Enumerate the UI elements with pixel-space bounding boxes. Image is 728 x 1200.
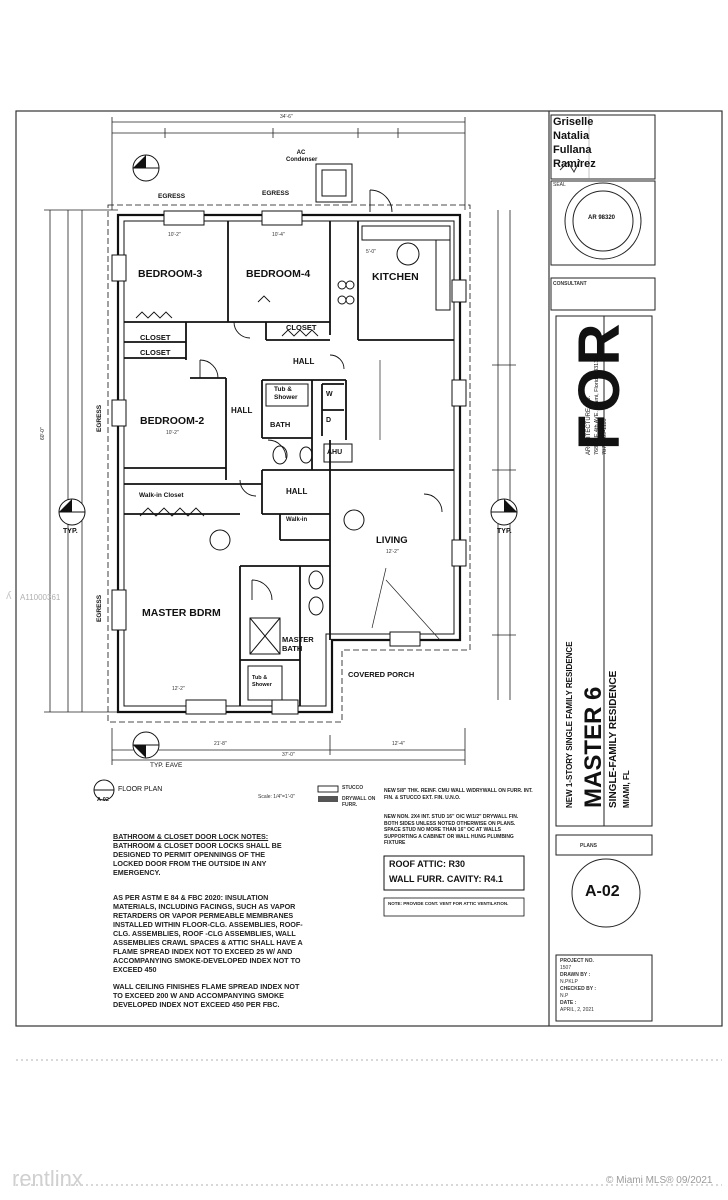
- laundry-dryer: D: [326, 417, 332, 424]
- plan-title: FLOOR PLAN: [118, 786, 163, 793]
- project-no-label: PROJECT NO.: [560, 958, 594, 964]
- room-hall-top: HALL: [293, 357, 315, 366]
- date-label: DATE :: [560, 1000, 577, 1006]
- legend-drywall: DRYWALL ON FURR.: [342, 796, 376, 808]
- checked-by: N.P: [560, 993, 569, 999]
- dim-master: 12'-2": [172, 686, 185, 692]
- legend-stucco: STUCCO: [342, 785, 364, 791]
- seal-license: AR 98320: [588, 215, 616, 221]
- room-walk-in-closet: Walk-in Closet: [139, 492, 184, 499]
- room-tub-shower: Tub & Shower: [274, 386, 298, 401]
- room-hall-mid: HALL: [231, 406, 253, 415]
- note-wall-ceiling: WALL CEILING FINISHES FLAME SPREAD INDEX…: [113, 982, 300, 1009]
- room-master-bath: MASTER BATH: [282, 635, 314, 653]
- egress-side-label-1: EGRESS: [96, 404, 103, 432]
- egress-side-label-2: EGRESS: [96, 594, 103, 622]
- consultant-label: CONSULTANT: [553, 281, 587, 287]
- project-subtitle: SINGLE-FAMILY RESIDENCE: [608, 670, 619, 808]
- room-closet-b: CLOSET: [140, 348, 171, 357]
- room-bath: BATH: [270, 420, 291, 429]
- firm-name: ARCHITECTURE CO.: [586, 395, 592, 455]
- room-kitchen: KITCHEN: [372, 271, 419, 283]
- dim-living: 12'-2": [386, 549, 399, 555]
- insulation-wall: WALL FURR. CAVITY: R4.1: [389, 874, 504, 884]
- room-tub-shower-2: Tub & Shower: [252, 675, 272, 688]
- dim-bedroom-3: 10'-2": [168, 232, 181, 238]
- room-bedroom-3: BEDROOM-3: [138, 268, 203, 280]
- dim-bottom-right: 12'-4": [392, 741, 405, 747]
- room-walk-in-small: Walk-in: [286, 517, 308, 523]
- room-closet-a: CLOSET: [140, 333, 171, 342]
- note-attic: NOTE: PROVIDE CONT. VENT FOR ATTIC VENTI…: [388, 901, 509, 906]
- plans-label: PLANS: [580, 843, 597, 849]
- signer-name-3: Fullana: [553, 144, 592, 156]
- room-master-bdrm: MASTER BDRM: [142, 607, 221, 619]
- typ-label-right: TYP.: [497, 528, 512, 535]
- room-closet-c: CLOSET: [286, 323, 317, 332]
- project-city: MIAMI, FL: [622, 770, 631, 808]
- room-bedroom-2: BEDROOM-2: [140, 415, 205, 427]
- equipment-ac-condenser: AC Condenser: [286, 150, 318, 163]
- note-lock-title: BATHROOM & CLOSET DOOR LOCK NOTES:: [113, 832, 269, 841]
- project-no: 1507: [560, 965, 572, 971]
- signer-name-4: Ramirez: [553, 158, 596, 170]
- room-hall-low: HALL: [286, 487, 308, 496]
- watermark-listing-id: A11000361: [20, 593, 61, 602]
- watermark-mls: © Miami MLS® 09/2021: [606, 1175, 713, 1186]
- egress-label-1: EGRESS: [158, 193, 186, 200]
- insulation-roof: ROOF ATTIC: R30: [389, 859, 465, 869]
- typ-eave-label: TYP. EAVE: [150, 762, 183, 769]
- plan-ref: A-02: [97, 797, 109, 803]
- signer-name-2: Natalia: [553, 130, 590, 142]
- dim-bedroom-2: 10'-2": [166, 430, 179, 436]
- signer-name-1: Griselle: [553, 116, 594, 128]
- plan-scale: Scale: 1/4"=1'-0": [258, 794, 295, 800]
- dim-bottom-left: 21'-8": [214, 741, 227, 747]
- dim-bedroom-4: 10'-4": [272, 232, 285, 238]
- note-new-partition: NEW NON. 2X4 INT. STUD 16" O/C W/1/2" DR…: [384, 814, 519, 846]
- date-value: APRIL, 2, 2021: [560, 1007, 594, 1013]
- firm-phone: 787 - 409-1118: [602, 418, 608, 456]
- typ-label-left: TYP.: [63, 528, 78, 535]
- laundry-washer: W: [326, 391, 333, 398]
- project-name: MASTER 6: [580, 686, 607, 808]
- room-living: LIVING: [376, 535, 408, 546]
- dim-kitchen: 5'-0": [366, 249, 376, 255]
- seal-label: SEAL: [553, 182, 566, 188]
- room-covered-porch: COVERED PORCH: [348, 670, 415, 679]
- project-type: NEW 1-STORY SINGLE FAMILY RESIDENCE: [565, 641, 574, 808]
- watermark-rentlinx: rentlinx: [12, 1166, 83, 1191]
- note-astm: AS PER ASTM E 84 & FBC 2020: INSULATION …: [113, 893, 303, 974]
- watermark-bracket-icon: ʎ: [6, 590, 12, 602]
- firm-address: 7680 NE 4th AVE. Miami, Florida, 33138: [594, 356, 600, 455]
- dim-overall-depth: 60'-0": [40, 427, 46, 440]
- dim-overall-width: 34'-6": [280, 114, 293, 120]
- note-new-wall: NEW 5/8" THK. REINF. CMU WALL W/DRYWALL …: [384, 788, 533, 801]
- equipment-ahu: AHU: [327, 449, 343, 456]
- dim-overall-width-bottom: 37'-0": [282, 752, 295, 758]
- checked-by-label: CHECKED BY :: [560, 986, 597, 992]
- sheet-number: A-02: [585, 883, 620, 900]
- drawn-by-label: DRAWN BY :: [560, 972, 591, 978]
- egress-label-2: EGRESS: [262, 190, 290, 197]
- drawn-by: N.PKLP: [560, 979, 578, 985]
- room-bedroom-4: BEDROOM-4: [246, 268, 311, 280]
- note-lock-body: BATHROOM & CLOSET DOOR LOCKS SHALL BE DE…: [113, 841, 282, 877]
